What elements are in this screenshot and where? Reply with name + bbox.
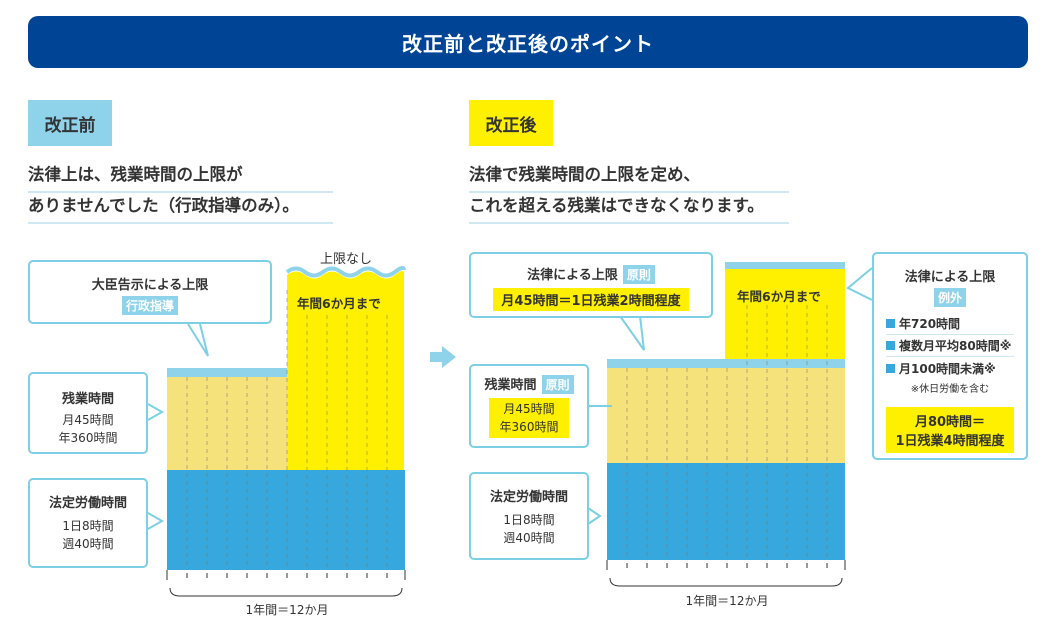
before-headline-2: ありませんでした（行政指導のみ）。 bbox=[28, 194, 333, 224]
arrow-right-icon bbox=[430, 346, 456, 368]
after-exception-callout: 法律による上限 例外 年720時間 複数月平均80時間※ 月100時間未満※ ※… bbox=[872, 252, 1028, 460]
before-legal-line-2: 週40時間 bbox=[62, 537, 114, 551]
before-tag: 改正前 bbox=[28, 100, 112, 146]
before-overtime-title: 残業時間 bbox=[61, 392, 114, 407]
after-exception-title: 法律による上限 bbox=[904, 270, 996, 285]
before-tag-label: 改正前 bbox=[44, 115, 96, 136]
after-exception-note: ※休日労働を含む bbox=[910, 384, 990, 395]
after-overtime-title: 残業時間 bbox=[484, 378, 537, 393]
title-bar: 改正前と改正後のポイント bbox=[28, 16, 1028, 68]
before-limit-callout: 大臣告示による上限 行政指導 bbox=[28, 260, 272, 324]
before-month-lines bbox=[186, 290, 388, 570]
before-axis-label: 1年間＝12か月 bbox=[245, 603, 329, 617]
square-bullet-icon bbox=[886, 319, 895, 328]
after-overtime-area bbox=[607, 368, 845, 463]
after-legal-callout: 法定労働時間 1日8時間 週40時間 bbox=[469, 472, 589, 560]
after-exception-summary-1: 月80時間＝ bbox=[914, 415, 986, 430]
square-bullet-icon bbox=[886, 341, 895, 350]
after-headline-1: 法律で残業時間の上限を定め、 bbox=[469, 163, 789, 193]
exception-item: 月100時間未満※ bbox=[886, 357, 1014, 379]
before-headline-1: 法律上は、残業時間の上限が bbox=[28, 163, 333, 193]
before-unlimited-area bbox=[287, 270, 404, 470]
after-principle-callout: 法律による上限 原則 月45時間＝1日残業2時間程度 bbox=[469, 252, 713, 318]
after-legal-area bbox=[607, 463, 845, 560]
before-limit-title: 大臣告示による上限 bbox=[91, 278, 209, 293]
after-principle-badge: 原則 bbox=[622, 265, 655, 284]
before-overtime-line-2: 年360時間 bbox=[58, 431, 118, 445]
after-exception-summary-2: 1日残業4時間程度 bbox=[895, 434, 1005, 449]
before-legal-line-1: 1日8時間 bbox=[62, 519, 114, 533]
after-tag: 改正後 bbox=[469, 100, 553, 146]
after-axis-brace bbox=[609, 577, 843, 587]
after-axis-label: 1年間＝12か月 bbox=[685, 594, 769, 608]
after-overtime-callout: 残業時間 原則 月45時間 年360時間 bbox=[469, 364, 589, 448]
after-tag-label: 改正後 bbox=[485, 115, 537, 136]
after-six-month-label: 年間6か月まで bbox=[737, 289, 821, 304]
before-overtime-line-1: 月45時間 bbox=[62, 413, 114, 427]
after-month-lines bbox=[626, 305, 828, 560]
page-title: 改正前と改正後のポイント bbox=[402, 31, 654, 56]
after-principle-value: 月45時間＝1日残業2時間程度 bbox=[493, 288, 689, 311]
after-overtime-line-1: 月45時間 bbox=[503, 402, 555, 416]
after-overtime-badge: 原則 bbox=[541, 375, 574, 394]
after-overtime-cap bbox=[607, 359, 845, 368]
before-overtime-cap bbox=[167, 368, 287, 377]
before-wave bbox=[285, 265, 406, 278]
before-limit-badge: 行政指導 bbox=[121, 296, 178, 315]
after-legal-line-1: 1日8時間 bbox=[503, 513, 555, 527]
exception-item: 年720時間 bbox=[886, 313, 1014, 335]
after-six-month-area bbox=[725, 269, 845, 364]
after-six-month-cap bbox=[725, 262, 845, 269]
square-bullet-icon bbox=[886, 363, 895, 373]
after-axis-ticks bbox=[606, 560, 846, 570]
after-legal-title: 法定労働時間 bbox=[489, 490, 568, 505]
before-legal-callout: 法定労働時間 1日8時間 週40時間 bbox=[28, 478, 148, 568]
before-axis-ticks bbox=[166, 570, 406, 580]
before-no-limit-label: 上限なし bbox=[320, 252, 373, 267]
before-axis-brace bbox=[169, 587, 403, 597]
after-overtime-line-2: 年360時間 bbox=[499, 420, 559, 434]
after-exception-badge: 例外 bbox=[933, 288, 966, 307]
before-overtime-area bbox=[167, 377, 287, 470]
after-legal-line-2: 週40時間 bbox=[503, 531, 555, 545]
after-headline-2: これを超える残業はできなくなります。 bbox=[469, 194, 789, 224]
after-principle-title: 法律による上限 bbox=[527, 268, 618, 283]
before-overtime-callout: 残業時間 月45時間 年360時間 bbox=[28, 372, 148, 454]
exception-item: 複数月平均80時間※ bbox=[886, 335, 1014, 357]
before-six-month-label: 年間6か月まで bbox=[297, 296, 381, 311]
before-legal-title: 法定労働時間 bbox=[48, 496, 127, 511]
